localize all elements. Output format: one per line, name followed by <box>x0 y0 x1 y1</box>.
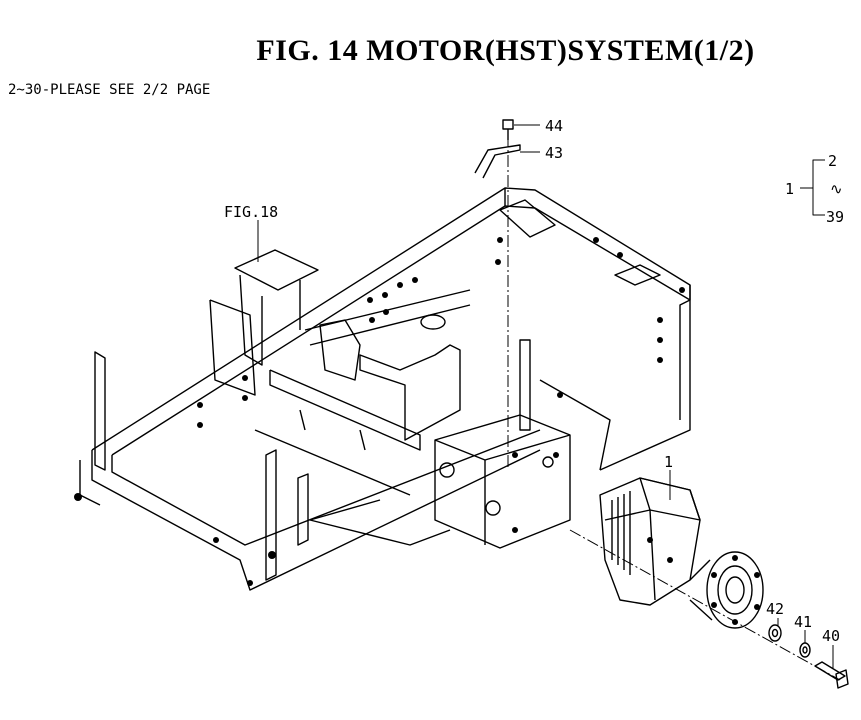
fig18-reference-label: FIG.18 <box>224 203 278 221</box>
range-separator: ∿ <box>830 180 843 198</box>
hst-motor-assembly <box>569 477 841 681</box>
callout-42: 42 <box>766 600 784 618</box>
callout-43: 43 <box>545 144 563 162</box>
main-frame <box>79 135 691 591</box>
range-parent-label: 1 <box>785 180 794 198</box>
callout-40: 40 <box>822 627 840 645</box>
page-reference-note: 2~30-PLEASE SEE 2/2 PAGE <box>8 82 211 98</box>
part-44-bolt <box>502 119 514 140</box>
part-41-lock-washer <box>799 642 811 658</box>
part-40-bolt <box>814 661 849 689</box>
part-42-washer <box>768 624 782 642</box>
leader-lines <box>257 124 834 668</box>
page-title: FIG. 14 MOTOR(HST)SYSTEM(1/2) <box>256 34 755 67</box>
callout-41: 41 <box>794 613 812 631</box>
range-to-label: 39 <box>826 208 844 226</box>
hst-motor-bolts <box>647 537 760 625</box>
callout-44: 44 <box>545 117 563 135</box>
frame-bolts <box>74 237 685 586</box>
part-43-bracket <box>474 144 521 179</box>
range-from-label: 2 <box>828 152 837 170</box>
callout-1: 1 <box>664 453 673 471</box>
